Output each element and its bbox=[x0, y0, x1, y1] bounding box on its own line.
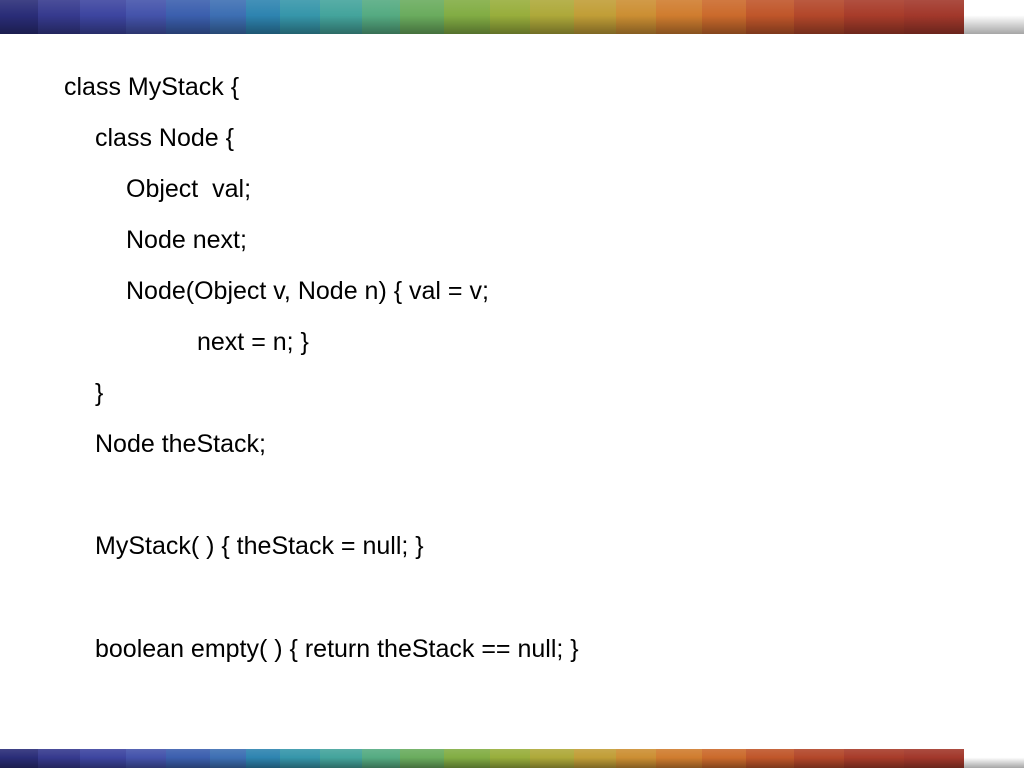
band-stripe bbox=[400, 749, 444, 768]
band-stripe bbox=[0, 0, 38, 34]
band-stripe bbox=[844, 749, 904, 768]
band-stripe bbox=[166, 0, 210, 34]
band-stripe bbox=[280, 0, 320, 34]
band-stripe bbox=[794, 0, 844, 34]
band-stripe bbox=[530, 0, 574, 34]
code-line: MyStack( ) { theStack = null; } bbox=[95, 532, 424, 560]
band-stripe bbox=[616, 0, 656, 34]
band-stripe bbox=[746, 749, 794, 768]
code-line: Node next; bbox=[126, 226, 247, 254]
band-stripe bbox=[702, 749, 746, 768]
band-stripe bbox=[616, 749, 656, 768]
band-stripe bbox=[400, 0, 444, 34]
band-stripe bbox=[574, 749, 616, 768]
band-stripe bbox=[574, 0, 616, 34]
code-line: Node(Object v, Node n) { val = v; bbox=[126, 277, 489, 305]
band-stripe bbox=[904, 749, 964, 768]
band-stripe bbox=[38, 749, 80, 768]
band-stripe bbox=[126, 0, 166, 34]
band-stripe bbox=[246, 749, 280, 768]
band-stripe bbox=[80, 0, 126, 34]
band-stripe bbox=[656, 749, 702, 768]
band-stripe bbox=[444, 749, 490, 768]
code-line: } bbox=[95, 379, 104, 407]
band-stripe bbox=[166, 749, 210, 768]
band-stripe bbox=[844, 0, 904, 34]
band-stripe bbox=[702, 0, 746, 34]
code-line: Node theStack; bbox=[95, 430, 266, 458]
band-stripe bbox=[38, 0, 80, 34]
band-stripe bbox=[320, 0, 362, 34]
band-stripe bbox=[320, 749, 362, 768]
band-stripe bbox=[246, 0, 280, 34]
band-stripe bbox=[362, 749, 400, 768]
band-stripe bbox=[210, 749, 246, 768]
code-line: boolean empty( ) { return theStack == nu… bbox=[95, 635, 579, 663]
band-stripe bbox=[444, 0, 490, 34]
code-line: class MyStack { bbox=[64, 73, 240, 101]
band-stripe bbox=[746, 0, 794, 34]
band-stripe bbox=[490, 749, 530, 768]
band-stripe bbox=[80, 749, 126, 768]
band-stripe bbox=[530, 749, 574, 768]
band-stripe bbox=[0, 749, 38, 768]
band-stripe bbox=[210, 0, 246, 34]
code-line: class Node { bbox=[95, 124, 234, 152]
bottom-color-band bbox=[0, 749, 1024, 768]
band-stripe bbox=[280, 749, 320, 768]
band-stripe bbox=[904, 0, 964, 34]
band-stripe bbox=[362, 0, 400, 34]
code-line: Object val; bbox=[126, 175, 252, 203]
band-stripe bbox=[656, 0, 702, 34]
band-stripe bbox=[490, 0, 530, 34]
code-line: next = n; } bbox=[197, 328, 309, 356]
band-stripe bbox=[794, 749, 844, 768]
band-stripe bbox=[126, 749, 166, 768]
